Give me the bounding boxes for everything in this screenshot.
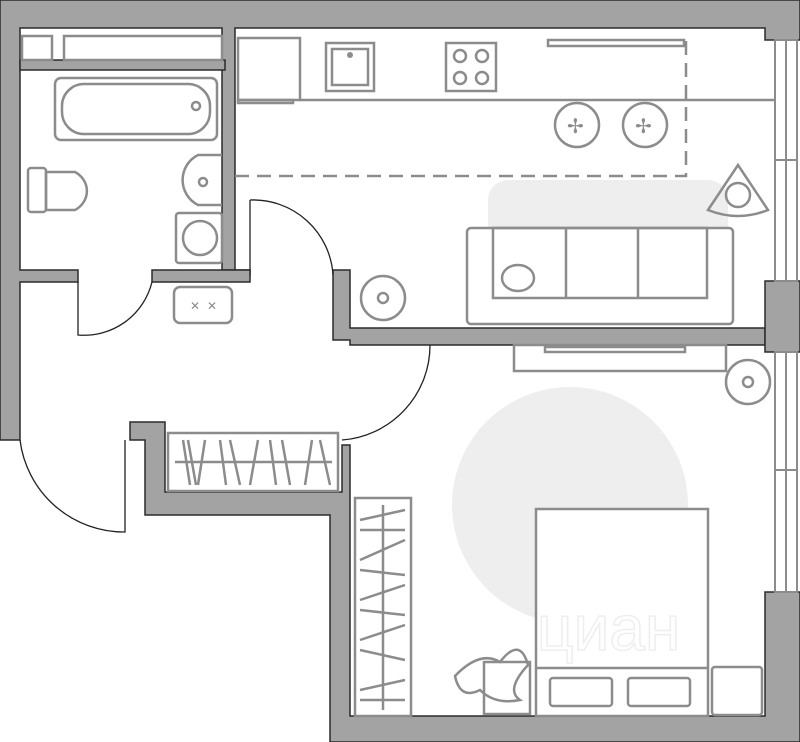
wardrobes <box>166 431 413 718</box>
watermark: циан <box>537 592 680 664</box>
svg-text:✢: ✢ <box>567 116 584 138</box>
windows <box>774 39 798 593</box>
svg-text:✢: ✢ <box>635 116 652 138</box>
bedroom <box>453 507 764 718</box>
bathroom-fixtures: ✕ ✕ <box>20 34 234 325</box>
svg-text:✕: ✕ <box>207 299 217 313</box>
svg-text:✕: ✕ <box>190 299 200 313</box>
kitchen: ✢ ✢ <box>235 36 775 178</box>
living-area <box>359 162 772 406</box>
doors[interactable] <box>19 199 431 533</box>
